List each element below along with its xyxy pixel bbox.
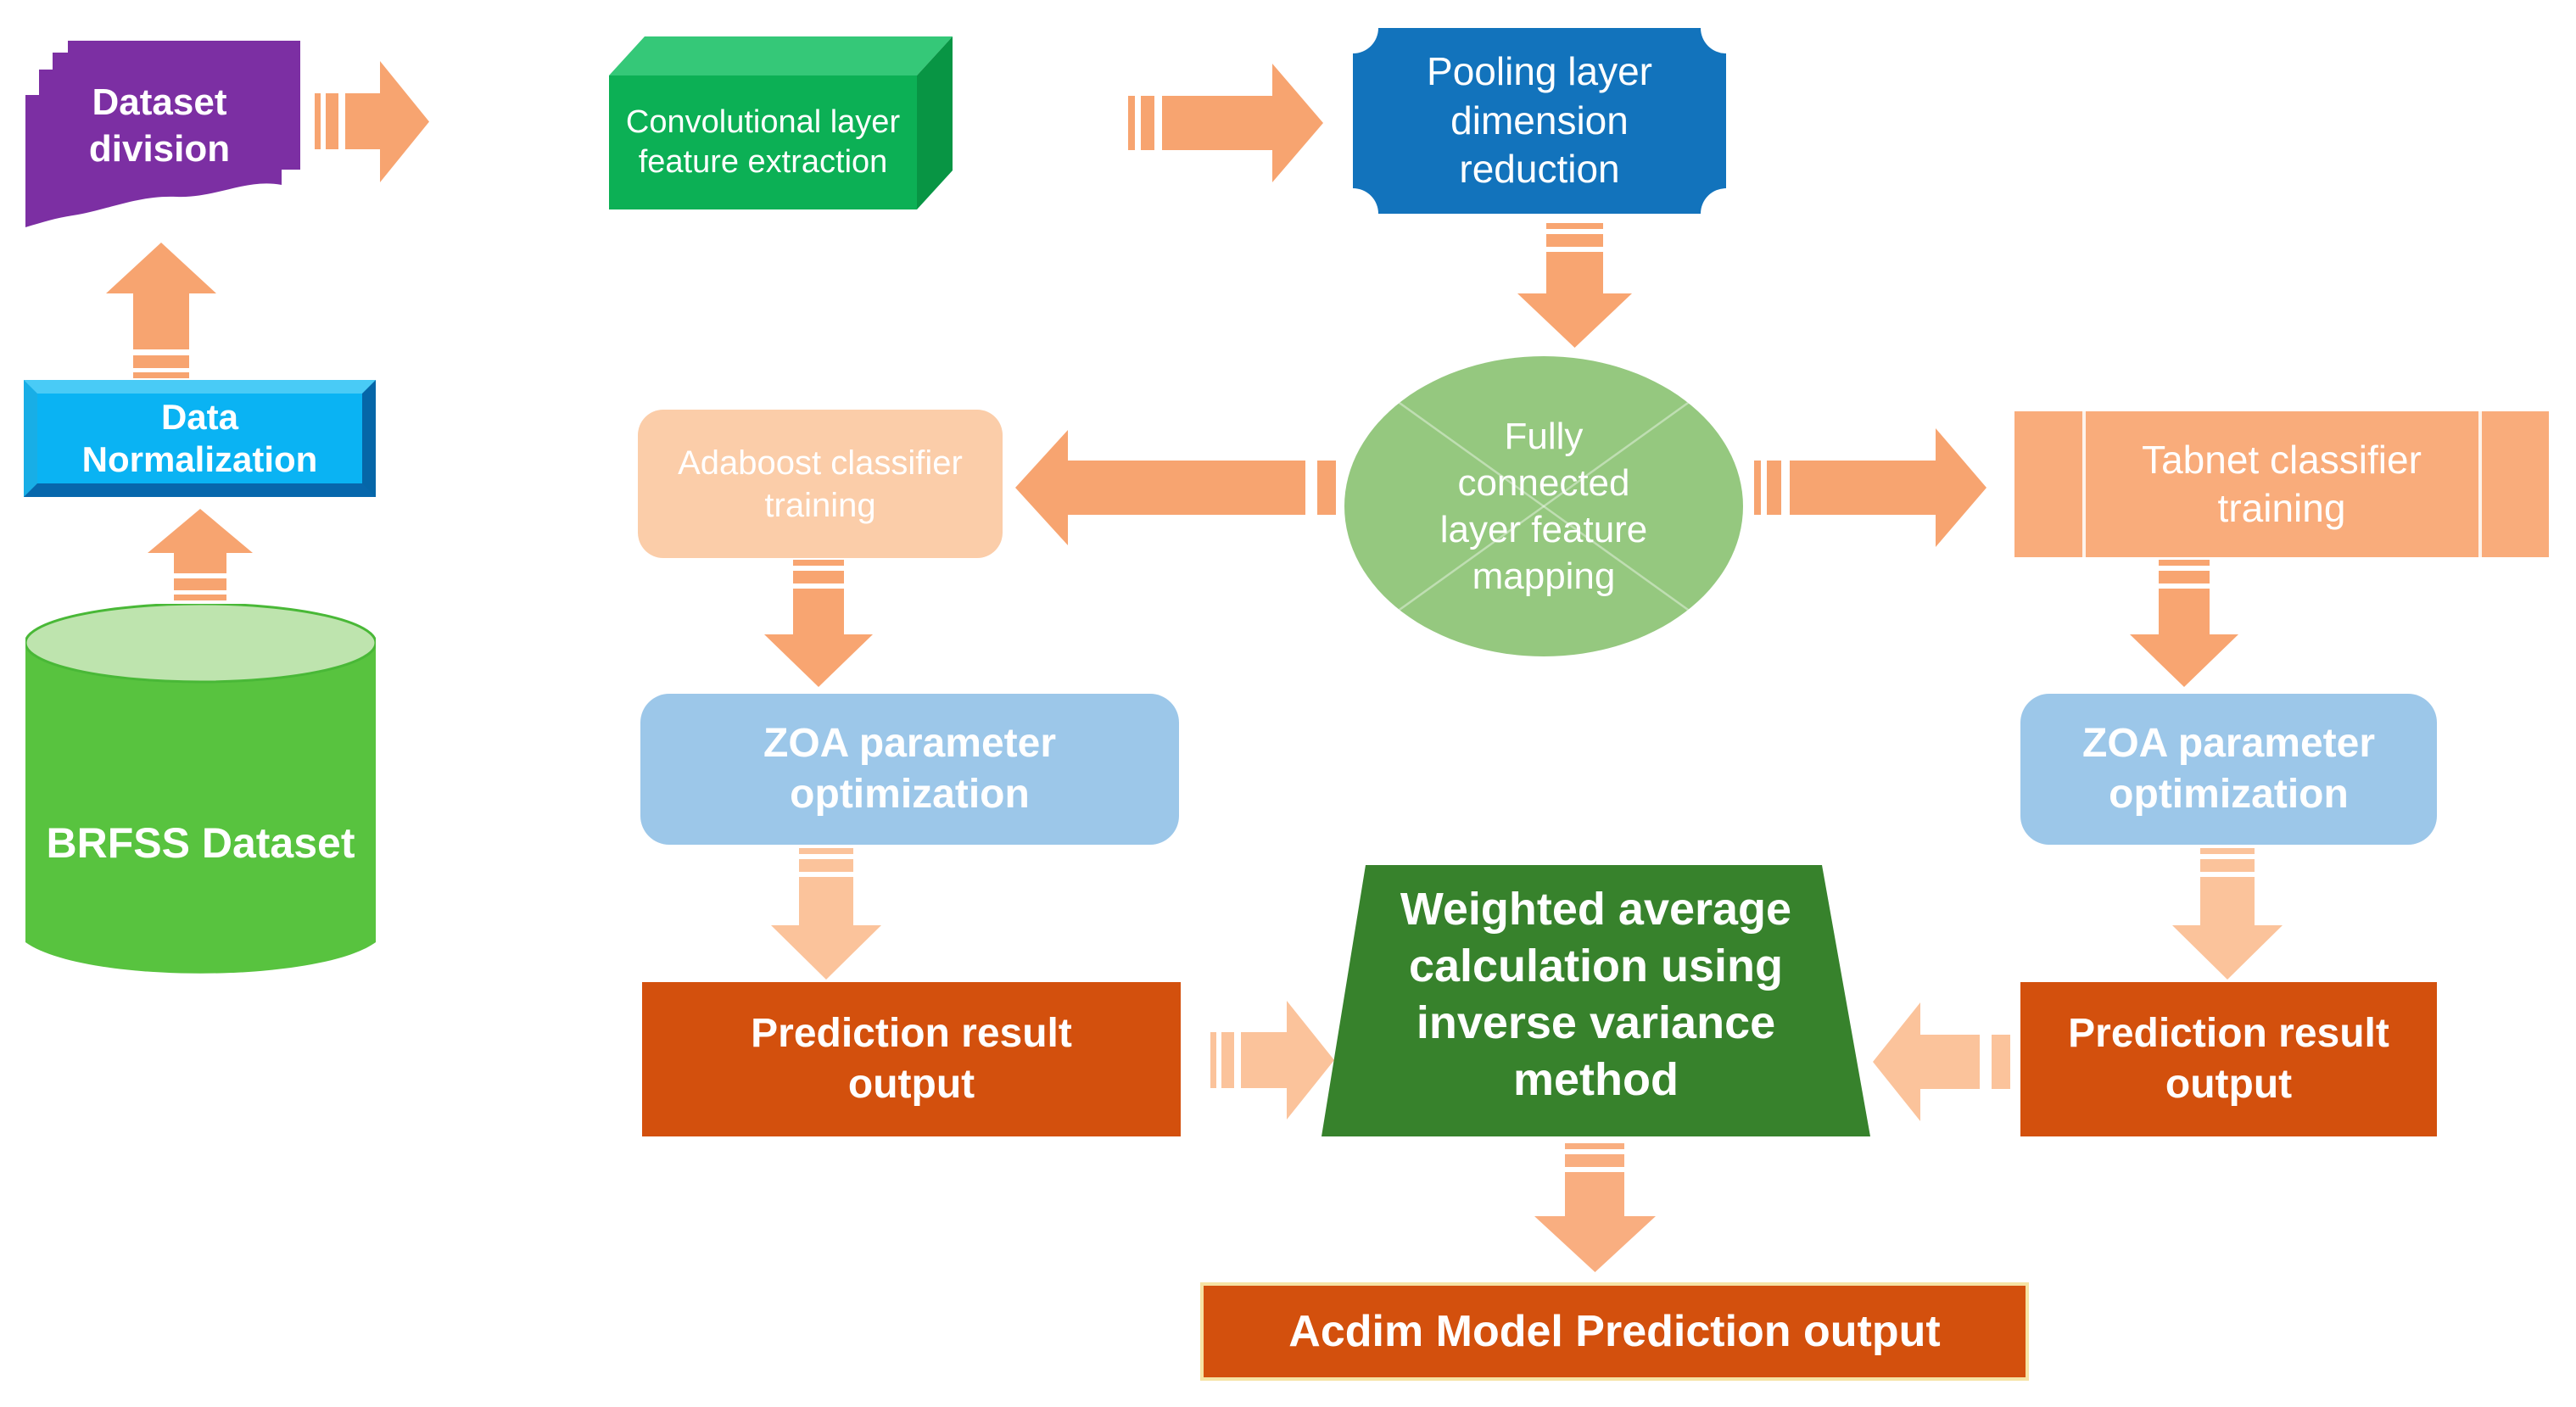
striped-right-arrow-icon: [1754, 428, 1986, 547]
node-pooling-layer-label: Pooling layer dimension reduction: [1427, 49, 1652, 192]
arrow-fullyconnected-to-adaboost: [1015, 430, 1336, 545]
node-adaboost: Adaboost classifier training: [638, 410, 1003, 558]
arrow-normalization-to-division: [106, 243, 216, 378]
arrow-prediction-right-to-weighted: [1873, 1002, 2010, 1121]
node-brfss-dataset-label: BRFSS Dataset: [46, 819, 355, 868]
arrow-adaboost-to-zoa: [764, 560, 873, 687]
torn-document-shape: [25, 41, 300, 227]
node-dataset-division: Dataset division: [19, 41, 300, 227]
arrow-weighted-to-acdim: [1534, 1143, 1656, 1272]
node-acdim-output-label: Acdim Model Prediction output: [1288, 1306, 1941, 1356]
trapezoid-shape: [1322, 865, 1870, 1136]
node-tabnet: Tabnet classifier training: [2014, 411, 2549, 557]
striped-down-arrow-icon: [764, 560, 873, 687]
node-zoa-left-label: ZOA parameter optimization: [763, 721, 1056, 817]
node-pooling-layer: Pooling layer dimension reduction: [1353, 28, 1726, 214]
plaque-shape: [1353, 28, 1726, 214]
striped-left-arrow-icon: [1873, 1002, 2010, 1121]
node-zoa-left: ZOA parameter optimization: [640, 694, 1179, 845]
arrow-pooling-to-fullyconnected: [1517, 223, 1632, 348]
arrow-tabnet-to-zoa: [2130, 560, 2238, 687]
striped-left-arrow-icon: [1015, 430, 1336, 545]
node-fully-connected: Fully connected layer feature mapping: [1344, 356, 1743, 656]
up-arrow-icon: [148, 509, 253, 600]
striped-down-arrow-icon: [771, 848, 881, 980]
arrow-zoa-to-prediction-right: [2172, 848, 2283, 980]
arrow-fullyconnected-to-tabnet: [1754, 428, 1986, 547]
striped-down-arrow-icon: [1534, 1143, 1656, 1272]
striped-right-arrow-icon: [315, 61, 429, 182]
tabnet-left-divider: [2082, 411, 2086, 557]
striped-right-arrow-icon: [1210, 1001, 1334, 1119]
node-zoa-right-label: ZOA parameter optimization: [2082, 721, 2375, 817]
node-weighted-average: Weighted average calculation using inver…: [1322, 865, 1870, 1136]
node-tabnet-label: Tabnet classifier training: [2142, 437, 2422, 531]
node-prediction-right: Prediction result output: [2020, 982, 2437, 1136]
node-convolutional-layer-label: Convolutional layer feature extraction: [625, 103, 901, 181]
node-weighted-average-label: Weighted average calculation using inver…: [1400, 884, 1792, 1105]
node-adaboost-label: Adaboost classifier training: [678, 444, 963, 524]
node-prediction-right-label: Prediction result output: [2068, 1011, 2389, 1107]
node-brfss-dataset: BRFSS Dataset: [25, 604, 376, 981]
tabnet-right-divider: [2478, 411, 2482, 557]
node-prediction-left: Prediction result output: [642, 982, 1181, 1136]
striped-down-arrow-icon: [2130, 560, 2238, 687]
cube-shape: [609, 36, 953, 209]
striped-down-arrow-icon: [2172, 848, 2283, 980]
up-arrow-icon: [106, 243, 216, 378]
node-data-normalization-label: Data Normalization: [81, 396, 318, 479]
node-prediction-left-label: Prediction result output: [751, 1011, 1072, 1107]
striped-down-arrow-icon: [1517, 223, 1632, 348]
node-fully-connected-label: Fully connected layer feature mapping: [1439, 416, 1648, 597]
ellipse-shape: [1344, 356, 1743, 656]
node-convolutional-layer: Convolutional layer feature extraction: [609, 36, 953, 209]
arrow-convolutional-to-pooling: [1128, 64, 1323, 182]
node-data-normalization: Data Normalization: [24, 380, 376, 497]
arrow-zoa-to-prediction-left: [771, 848, 881, 980]
node-acdim-output: Acdim Model Prediction output: [1200, 1282, 2029, 1381]
arrow-prediction-left-to-weighted: [1210, 1001, 1334, 1119]
database-cylinder-icon: [25, 604, 376, 974]
arrow-division-to-convolutional: [315, 61, 429, 182]
arrow-brfss-to-normalization: [148, 509, 253, 600]
node-zoa-right: ZOA parameter optimization: [2020, 694, 2437, 845]
striped-right-arrow-icon: [1128, 64, 1323, 182]
node-dataset-division-label: Dataset division: [88, 81, 231, 170]
